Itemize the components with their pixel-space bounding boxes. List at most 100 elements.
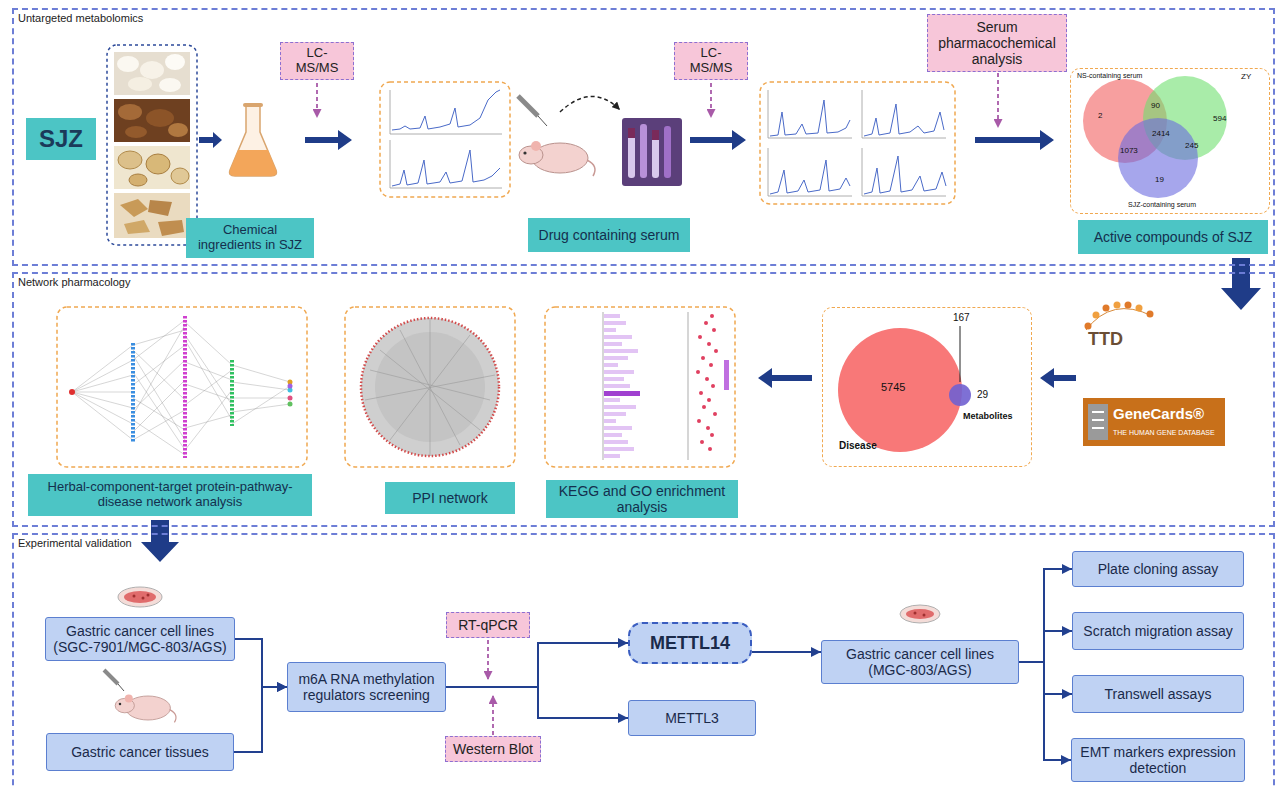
herb-photos xyxy=(117,56,139,72)
connector-arrow xyxy=(234,687,287,752)
enrichment-charts xyxy=(604,356,628,360)
chromatogram-panel xyxy=(760,82,955,204)
herb-photos xyxy=(171,168,189,184)
ttd-logo xyxy=(1136,305,1143,312)
chromatogram-panel xyxy=(380,82,510,197)
panel-text: 594 xyxy=(1213,115,1226,123)
chromatogram-panel xyxy=(392,150,500,186)
genecards-logo xyxy=(1088,404,1108,440)
enrichment-charts xyxy=(704,321,708,325)
enrichment-charts xyxy=(604,419,616,423)
enrichment-charts xyxy=(604,405,636,409)
chromatogram-panel xyxy=(380,82,510,197)
ttd-logo xyxy=(1093,312,1100,319)
node-text: Active compounds of SJZ xyxy=(1094,229,1253,245)
dashed-process-arrow xyxy=(317,69,998,735)
section-title: Network pharmacology xyxy=(18,276,131,288)
panel-text: 29 xyxy=(977,390,988,400)
connector-arrow xyxy=(1019,662,1072,694)
node-text: Drug containing serum xyxy=(539,227,680,243)
dashed-arrow xyxy=(560,96,620,112)
flow-arrow xyxy=(305,130,352,150)
flow-arrow xyxy=(199,132,222,148)
herb-photos xyxy=(107,45,197,245)
venn-panel: 167574529MetabolitesDisease xyxy=(822,307,1032,467)
screening-box: m6A RNA methylation regulators screening xyxy=(287,662,446,712)
node-text: m6A RNA methylation regulators screening xyxy=(294,671,439,703)
cell-line-box: Gastric cancer cell lines (MGC-803/AGS) xyxy=(821,640,1019,684)
logo-text: TTD xyxy=(1088,330,1123,348)
mouse-icon xyxy=(119,703,122,706)
node-text: Serum pharmacochemical analysis xyxy=(934,19,1060,67)
enrichment-charts xyxy=(714,349,718,353)
node-text: Gastric cancer cell lines (SGC-7901/MGC-… xyxy=(52,623,228,655)
mouse-icon xyxy=(587,160,595,176)
connector-arrow xyxy=(235,639,287,687)
connector-arrow xyxy=(446,687,628,718)
ttd-logo xyxy=(1085,302,1154,331)
enrichment-charts xyxy=(604,363,618,367)
step-box: PPI network xyxy=(385,482,515,514)
network-graph xyxy=(183,316,187,458)
enrichment-charts xyxy=(696,370,700,374)
enrichment-charts xyxy=(710,314,714,318)
panel-text: THE HUMAN GENE DATABASE xyxy=(1113,429,1215,436)
method-tag: Serum pharmacochemical analysis xyxy=(927,14,1067,72)
step-box: Herbal-component-target protein-pathway-… xyxy=(28,474,312,516)
enrichment-charts xyxy=(604,370,634,374)
enrichment-charts xyxy=(545,307,735,467)
panel-text: 19 xyxy=(1155,176,1164,184)
step-box: Drug containing serum xyxy=(528,218,690,252)
enrichment-charts xyxy=(604,335,632,339)
herb-photos xyxy=(114,99,190,142)
connector-arrow xyxy=(1019,569,1072,662)
blood-tubes xyxy=(652,130,659,140)
ppi-network xyxy=(345,307,515,467)
chromatogram-panel xyxy=(392,90,500,130)
mouse-icon xyxy=(519,141,595,176)
enrichment-charts xyxy=(707,398,711,402)
enrichment-charts xyxy=(604,391,640,396)
enrichment-charts xyxy=(706,426,710,430)
chromatogram-panel xyxy=(390,90,502,188)
herb-photos xyxy=(114,52,190,95)
syringe-icon xyxy=(118,684,124,691)
method-tag: RT-qPCR xyxy=(446,612,530,638)
panel-text: 245 xyxy=(1185,142,1198,150)
panel-text: 2 xyxy=(1098,112,1102,120)
panel-text: Metabolites xyxy=(963,412,1013,421)
enrichment-charts xyxy=(724,360,729,390)
assay-box: Scratch migration assay xyxy=(1072,612,1244,650)
dashed-process-arrow xyxy=(487,640,489,680)
assay-box: Transwell assays xyxy=(1072,675,1244,713)
enrichment-charts xyxy=(604,426,632,430)
disease-venn xyxy=(838,326,971,452)
method-tag: Western Blot xyxy=(445,736,541,762)
ppi-network xyxy=(361,318,499,456)
node-text: Transwell assays xyxy=(1105,686,1212,702)
ppi-network xyxy=(365,318,495,456)
cell-line-box: Gastric cancer cell lines (SGC-7901/MGC-… xyxy=(45,617,235,661)
enrichment-charts xyxy=(701,356,705,360)
herb-photos xyxy=(114,193,190,238)
enrichment-charts xyxy=(604,314,638,458)
enrichment-charts xyxy=(700,440,704,444)
blood-tubes xyxy=(628,128,635,178)
network-graph xyxy=(131,343,135,442)
connector-arrow xyxy=(1019,662,1071,760)
node-text: SJZ xyxy=(39,125,83,153)
name-box: SJZ xyxy=(26,118,96,160)
method-tag: LC-MS/MS xyxy=(674,42,748,80)
node-text: Western Blot xyxy=(453,741,533,757)
herb-photos xyxy=(158,220,184,236)
petri-dish xyxy=(118,587,162,607)
network-graph xyxy=(288,402,293,407)
chromatogram-panel xyxy=(768,90,946,196)
enrichment-charts xyxy=(696,314,718,451)
flask-icon xyxy=(230,103,277,176)
node-text: Herbal-component-target protein-pathway-… xyxy=(34,480,306,510)
venn-panel: NS-containing serumZY2905942414107324519… xyxy=(1070,68,1270,214)
node-text: Gastric cancer tissues xyxy=(71,744,209,760)
